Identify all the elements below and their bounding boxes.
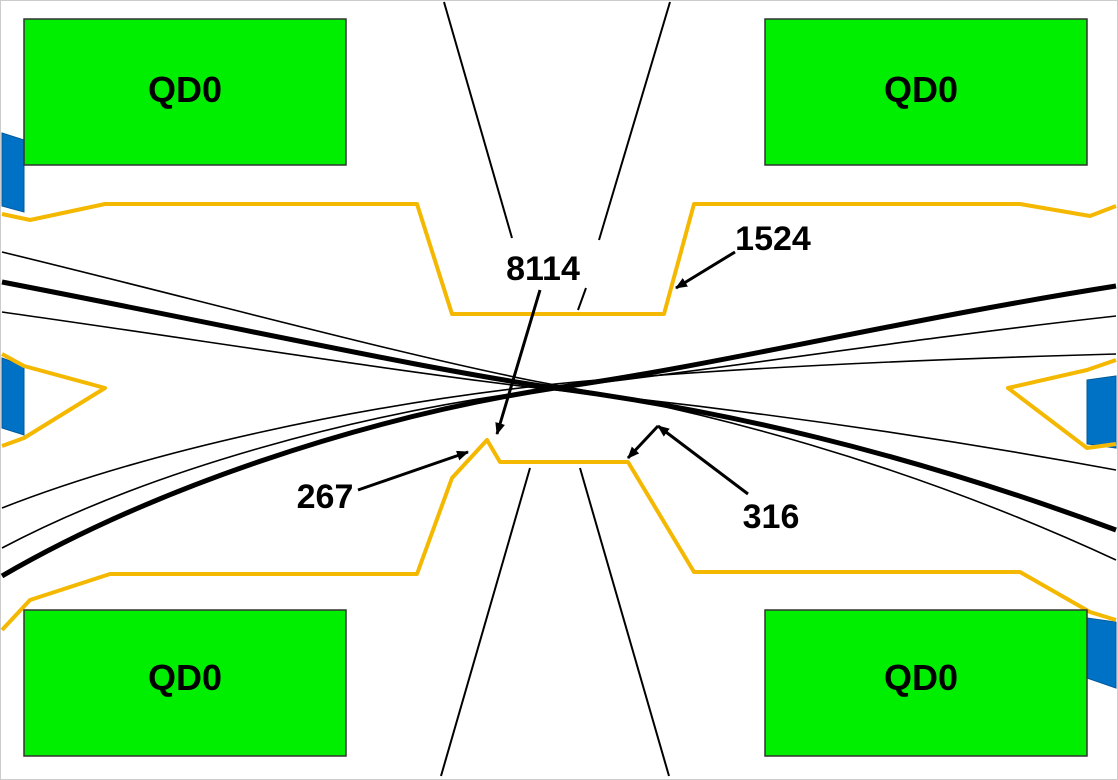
magnet-top-left: QD0 [23, 18, 347, 166]
arrow-316-b [626, 424, 660, 460]
chamber-outlines [0, 202, 1117, 632]
magnet-label: QD0 [148, 657, 222, 698]
magnet-block [764, 609, 1088, 757]
arrow-1524 [675, 250, 736, 290]
side-block-mid-left [1, 357, 25, 436]
side-block-top-left [1, 132, 25, 213]
side-block-mid-right [1086, 375, 1117, 449]
label-267: 267 [297, 478, 354, 516]
arrow-316-a [657, 424, 749, 496]
right-chamber-outline [1006, 358, 1117, 450]
upper-chamber-outline [1, 202, 1117, 316]
arrow-8114 [495, 289, 542, 435]
annotation-arrows [357, 250, 749, 496]
magnet-block [23, 18, 347, 166]
left-chamber-outline [1, 352, 107, 448]
magnet-top-right: QD0 [764, 18, 1088, 166]
beam-trajectories [0, 279, 1117, 579]
magnet-block [764, 18, 1088, 166]
side-block-bottom-right [1086, 617, 1117, 689]
magnet-block [23, 609, 347, 757]
label-1524: 1524 [735, 220, 811, 258]
magnet-label: QD0 [884, 657, 958, 698]
side-blocks [1, 132, 1117, 689]
label-316: 316 [743, 498, 800, 536]
magnet-bottom-right: QD0 [764, 609, 1088, 757]
beam-envelopes [1, 251, 1117, 561]
magnet-label: QD0 [148, 69, 222, 110]
magnet-bottom-left: QD0 [23, 609, 347, 757]
aperture-lines [440, 1, 671, 777]
arrow-267 [357, 450, 469, 492]
label-8114: 8114 [506, 250, 580, 288]
lower-chamber-outline [0, 438, 1117, 632]
magnet-label: QD0 [884, 69, 958, 110]
